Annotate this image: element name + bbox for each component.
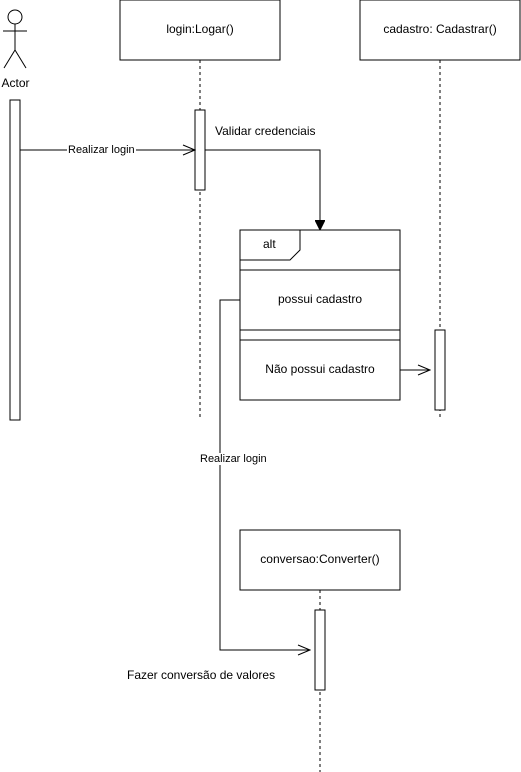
cadastro-activation-bar — [434, 329, 446, 411]
actor-label: Actor — [1, 76, 30, 90]
conversao-activation-bar — [314, 609, 326, 691]
lifeline-login-label: login:Logar() — [166, 22, 234, 36]
message-fazer-conversao-label: Fazer conversão de valores — [127, 668, 276, 682]
message-validar-credenciais-label: Validar credenciais — [215, 124, 316, 138]
lifeline-login-box — [119, 0, 281, 61]
message-realizar-login-label: Realizar login — [67, 144, 136, 156]
alt-fragment — [239, 229, 401, 401]
actor-activation-bar — [9, 99, 21, 421]
lifeline-cadastro-label: cadastro: Cadastrar() — [383, 22, 497, 36]
message-realizar-login-2-arrow — [219, 299, 310, 650]
login-activation-bar — [194, 109, 206, 191]
lifeline-conversao-label: conversao:Converter() — [260, 552, 380, 566]
lifeline-conversao-box — [239, 529, 401, 591]
alt-option-nao-possui-cadastro: Não possui cadastro — [265, 362, 375, 376]
alt-operator-label: alt — [263, 237, 276, 251]
actor-figure-icon — [3, 9, 27, 69]
message-validar-credenciais-arrow — [205, 149, 320, 229]
lifeline-cadastro-box — [359, 0, 521, 61]
message-realizar-login-2-label: Realizar login — [199, 453, 268, 465]
alt-option-possui-cadastro: possui cadastro — [277, 292, 363, 306]
